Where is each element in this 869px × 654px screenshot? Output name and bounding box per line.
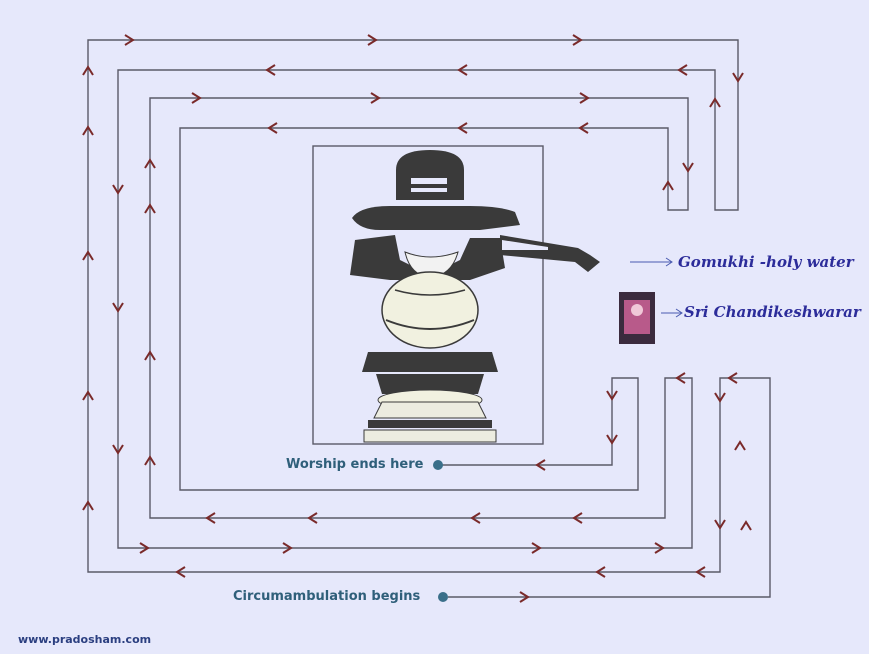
circumambulation-begins-label: Circumambulation begins [233,589,421,604]
direction-arrow [654,542,665,554]
worship-end-dot [433,460,443,470]
direction-arrow [695,566,706,578]
direction-arrow [734,440,746,451]
direction-arrow [370,92,381,104]
direction-arrow [572,34,583,46]
sanctum-box [312,145,544,445]
direction-arrows [82,34,752,603]
direction-arrow [727,372,738,384]
direction-arrow [740,520,752,531]
direction-arrow [112,444,124,455]
website-label: www.pradosham.com [18,633,152,646]
direction-arrow [282,542,293,554]
direction-arrow [682,162,694,173]
direction-arrow [662,180,674,191]
direction-arrow [82,65,94,76]
direction-arrow [535,459,546,471]
direction-arrow [82,250,94,261]
direction-arrow [144,158,156,169]
direction-arrow [82,125,94,136]
chandikeshwarar-label: Sri Chandikeshwarar [684,303,861,321]
direction-arrow [606,390,618,401]
direction-arrow [82,390,94,401]
direction-arrow [714,392,726,403]
direction-arrow [144,455,156,466]
direction-arrow [457,122,468,134]
direction-arrow [606,434,618,445]
direction-arrow [144,350,156,361]
direction-arrow [124,34,135,46]
label-pointers [630,257,683,318]
direction-arrow [709,97,721,108]
direction-arrow [191,92,202,104]
chandikeshwarar-image [619,292,655,344]
direction-arrow [519,591,530,603]
direction-arrow [307,512,318,524]
direction-arrow [367,34,378,46]
direction-arrow [139,542,150,554]
gomukhi-label: Gomukhi -holy water [678,253,854,271]
direction-arrow [82,500,94,511]
direction-arrow [572,512,583,524]
direction-arrow [677,64,688,76]
direction-arrow [531,542,542,554]
direction-arrow [265,64,276,76]
direction-arrow [714,519,726,530]
circumambulation-start-dot [438,592,448,602]
direction-arrow [470,512,481,524]
direction-arrow [205,512,216,524]
direction-arrow [578,122,589,134]
direction-arrow [144,203,156,214]
direction-arrow [112,184,124,195]
direction-arrow [267,122,278,134]
direction-arrow [675,372,686,384]
direction-arrow [732,72,744,83]
direction-arrow [595,566,606,578]
direction-arrow [112,302,124,313]
worship-ends-label: Worship ends here [286,457,424,472]
shiva-lingam-illustration [350,150,600,443]
direction-arrow [175,566,186,578]
direction-arrow [457,64,468,76]
direction-arrow [579,92,590,104]
